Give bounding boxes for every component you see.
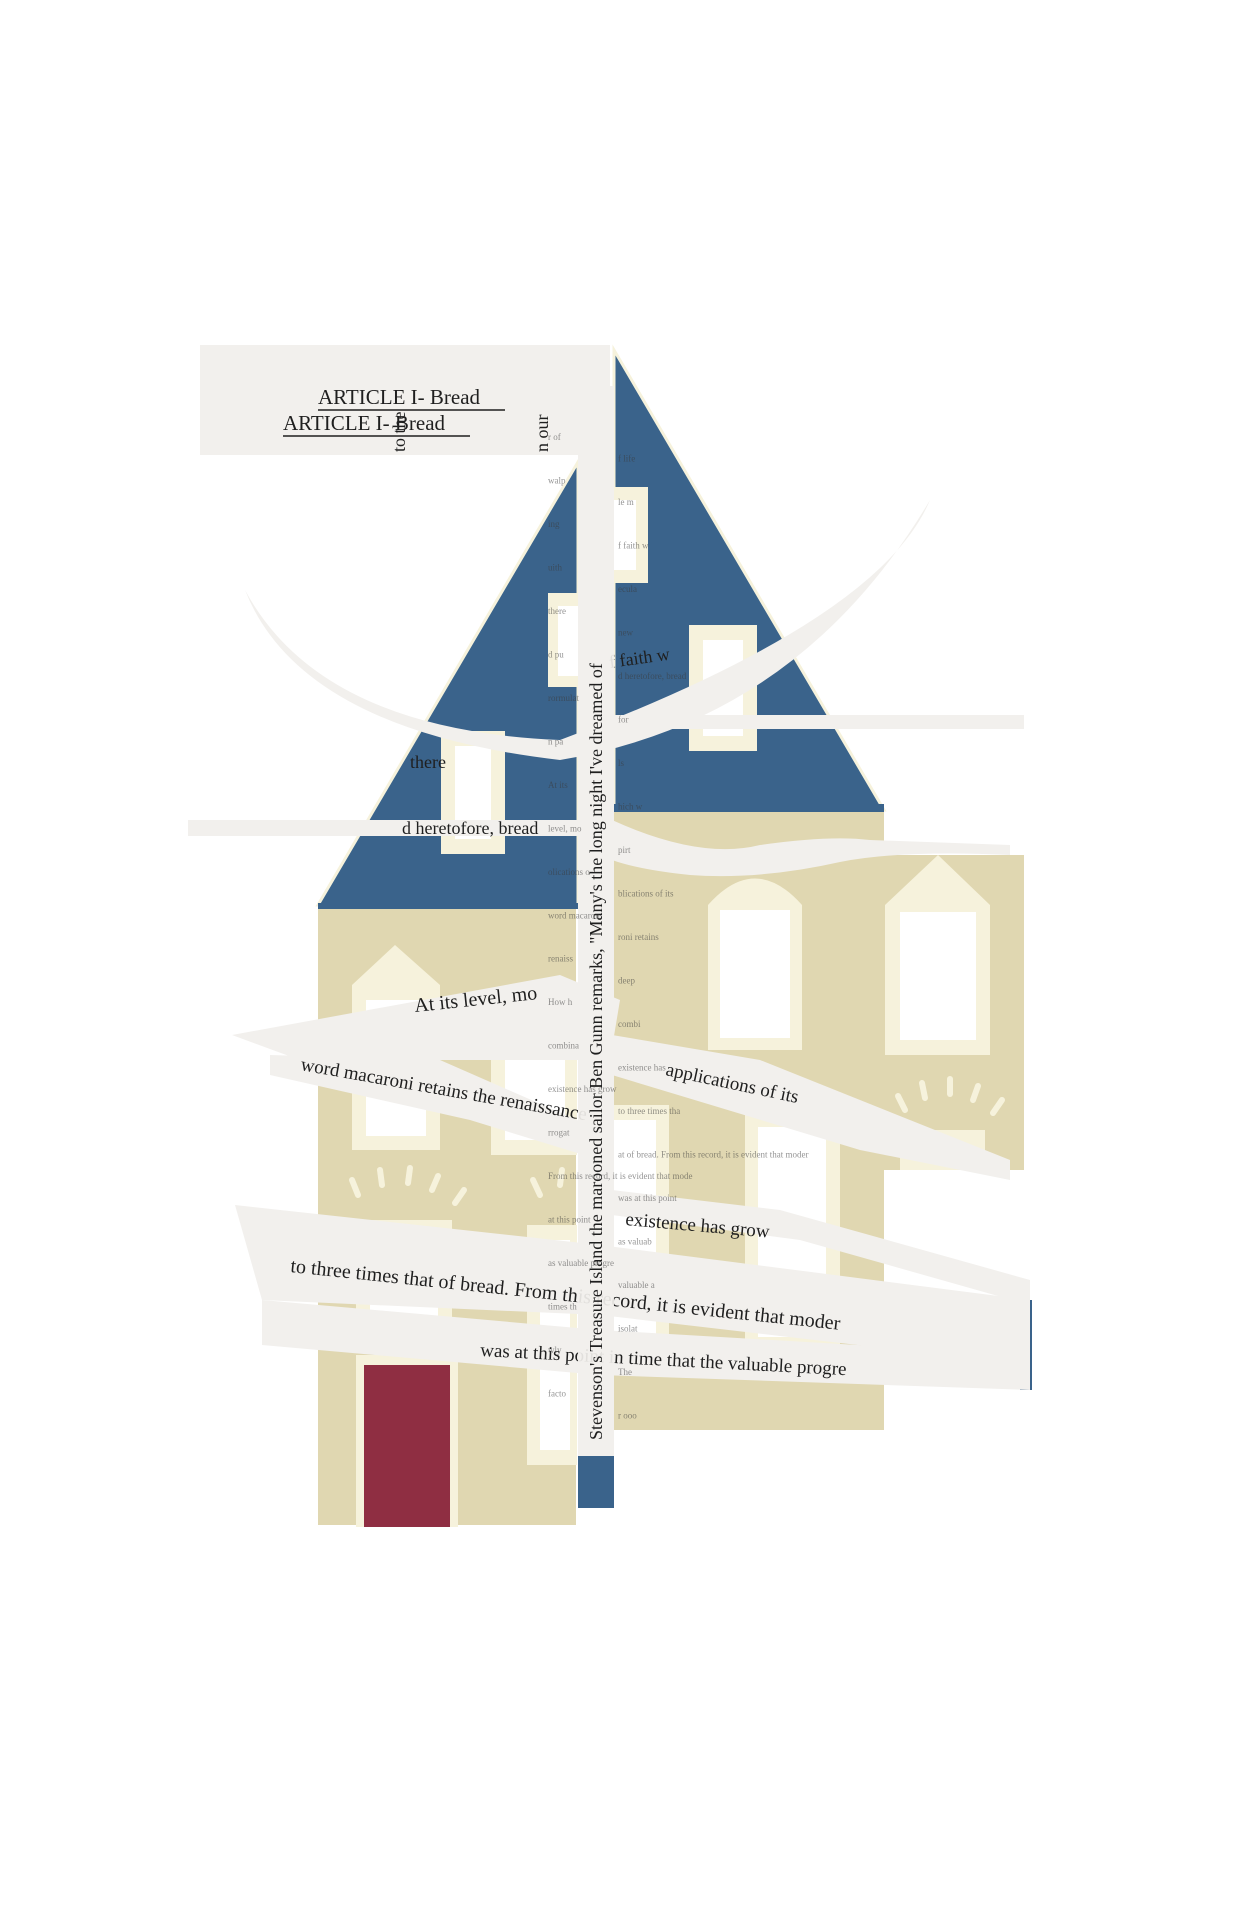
spine-fragment: pirt — [618, 845, 631, 855]
diagonal-strip-e — [235, 1205, 1030, 1365]
spine-fragment: f life — [618, 454, 635, 464]
spine-fragment: existence has grow — [548, 1084, 617, 1094]
thin-strip-left — [188, 820, 608, 836]
right-roof-eave — [614, 804, 884, 812]
spine-fragment: wly — [548, 1345, 562, 1355]
spine-blue-base — [578, 1456, 614, 1508]
spine-fragment: The — [618, 1367, 632, 1377]
thin-strip-right-roof — [612, 715, 1024, 729]
sunburst-left — [349, 1165, 467, 1206]
spine-fragment: combi — [618, 1019, 641, 1029]
spine-fragment: blications of its — [618, 889, 674, 899]
spine-fragment: r of — [548, 432, 561, 442]
spine-fragment: deep — [618, 975, 635, 985]
diagonal-strip-a — [232, 975, 620, 1060]
article-vertical-1: to the — [389, 411, 409, 452]
spine-fragment: renaiss — [548, 954, 573, 964]
wave-strip-right — [612, 820, 1010, 877]
spine-fragment: ing — [548, 519, 560, 529]
thin-strip-left-text: d heretofore, bread — [402, 818, 538, 838]
left-roof-eave-dots — [318, 903, 578, 909]
spine-fragment: word macaron — [548, 910, 600, 920]
spine-fragment: How h — [548, 997, 573, 1007]
door-icon — [364, 1365, 450, 1527]
diagonal-strip-f — [262, 1300, 1030, 1390]
arched-window-1-glass — [720, 910, 790, 1038]
spine-fragment: valuable a — [618, 1280, 655, 1290]
article-clipping: ARTICLE I- Bread ARTICLE I- Bread to the… — [200, 345, 610, 455]
article-line-2: ARTICLE I- Bread — [283, 411, 446, 435]
spine-fragment: there — [548, 606, 566, 616]
spine-fragment: rrogat — [548, 1128, 570, 1138]
arc-strip-upper-text-1: there — [410, 752, 446, 772]
spine-fragment: le m — [618, 497, 634, 507]
sunburst-annex — [895, 1076, 1005, 1116]
spine-fragment: level, mo — [548, 823, 582, 833]
spine-fragment: d heretofore, bread — [618, 671, 687, 681]
spine-fragment: r ooo — [618, 1410, 637, 1420]
spine-fragment: At its — [548, 780, 568, 790]
article-vertical-2: n our — [532, 415, 552, 453]
diagonal-strip-c — [612, 1035, 1010, 1180]
spine-fragment: rormulat — [548, 693, 579, 703]
spine-fragment: hich w — [618, 802, 643, 812]
spine-fragments: r of f life walp le m ing f faith w uith ecula t… — [548, 432, 808, 1420]
annex-window-glass — [900, 912, 976, 1040]
spine-fragment: at of bread. From this record, it is evi… — [618, 1149, 808, 1159]
spine-fragment: as valuab — [618, 1236, 652, 1246]
spine-fragment: n pa — [548, 736, 563, 746]
diagonal-strip-d — [612, 1190, 1030, 1305]
roof-window-left-2-glass — [558, 606, 578, 676]
spine-fragment: olications o — [548, 867, 590, 877]
article-line-1: ARTICLE I- Bread — [318, 385, 481, 409]
spine-fragment: uith — [548, 562, 563, 572]
spine-fragment: d pu — [548, 649, 564, 659]
spine-fragment: facto — [548, 1389, 566, 1399]
spine-text-front: Stevenson's Treasure Island the marooned… — [586, 663, 606, 1440]
spine-fragment: combina — [548, 1041, 579, 1051]
spine-fragment: new — [618, 628, 633, 638]
spine-fragment: From this record, it is evident that mod… — [548, 1171, 692, 1181]
spine-fragment: existence has — [618, 1062, 666, 1072]
spine-fragment: to three times tha — [618, 1106, 680, 1116]
spine-fragment: was at this point — [618, 1193, 677, 1203]
spine-fragment: isolat — [618, 1323, 638, 1333]
spine-fragment: roni retains — [618, 932, 659, 942]
spine-fragment: times th — [548, 1302, 577, 1312]
spine-fragment: ecula — [618, 584, 637, 594]
spine-fragment: as valuable progre — [548, 1258, 614, 1268]
spine-fragment: f faith w — [618, 541, 649, 551]
spine-fragment: walp — [548, 475, 566, 485]
spine-fragment: ls — [618, 758, 625, 768]
spine-fragment: at this point — [548, 1215, 591, 1225]
sunburst-right — [530, 1167, 565, 1198]
diagonal-strip-b — [270, 1055, 600, 1160]
spine-fragment: for — [618, 715, 629, 725]
roof-window-right-1-glass — [612, 500, 636, 570]
spine-paper-front — [578, 386, 614, 1456]
